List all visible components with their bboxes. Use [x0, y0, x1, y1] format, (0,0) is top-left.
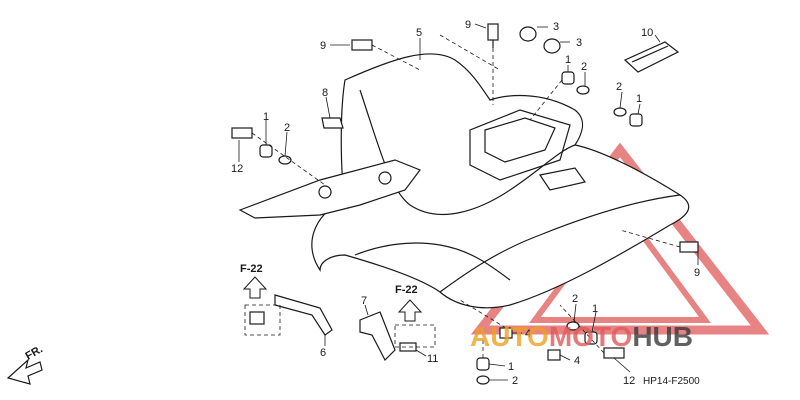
damper-8[interactable] [321, 117, 344, 129]
callout-12: 12 [231, 163, 243, 175]
collar-1-b[interactable] [629, 113, 643, 127]
callout-1: 1 [565, 54, 571, 66]
leader-lines [238, 23, 699, 381]
reference-label-right: F-22 [395, 284, 418, 296]
collar-1-c[interactable] [259, 144, 273, 158]
callout-7: 7 [361, 295, 367, 307]
callout-2: 2 [581, 61, 587, 73]
callout-3: 3 [553, 21, 559, 33]
front-direction-arrow [6, 358, 43, 385]
callout-3: 3 [576, 37, 582, 49]
bolt-9-top[interactable] [487, 23, 499, 48]
grommet-3-b[interactable] [543, 38, 561, 54]
grommet-3-a[interactable] [519, 26, 537, 42]
callout-2: 2 [284, 122, 290, 134]
front-direction-label: FR. [24, 343, 45, 362]
callout-9: 9 [465, 19, 471, 31]
callout-2: 2 [512, 375, 518, 387]
callout-1: 1 [508, 361, 514, 373]
reference-label-left: F-22 [240, 263, 263, 275]
reference-arrow-left [242, 276, 281, 336]
callout-6: 6 [320, 347, 326, 359]
callout-11: 11 [427, 353, 438, 365]
callout-5: 5 [416, 27, 422, 39]
callout-2: 2 [616, 81, 622, 93]
callout-9: 9 [694, 267, 700, 279]
reference-arrow-right [394, 299, 436, 348]
callout-1: 1 [263, 111, 269, 123]
diagram-code: HP14-F2500 [643, 376, 700, 387]
bolt-9-right[interactable] [679, 241, 699, 253]
stay-6[interactable] [249, 294, 333, 336]
rear-fender[interactable] [311, 53, 690, 309]
assembly-lines [251, 34, 681, 358]
callout-2: 2 [572, 293, 578, 305]
washer-2-b[interactable] [613, 107, 627, 117]
side-bracket[interactable] [238, 159, 421, 219]
callout-1: 1 [636, 93, 642, 105]
watermark-text: AUTOMOTOHUB [470, 321, 693, 352]
strap-10[interactable] [623, 41, 680, 73]
callout-4: 4 [525, 328, 531, 340]
stay-7[interactable] [359, 311, 396, 362]
callout-4: 4 [574, 355, 580, 367]
bolt-9-left[interactable] [351, 39, 373, 51]
callout-10: 10 [641, 27, 653, 39]
washer-2-c[interactable] [278, 155, 292, 165]
callout-8: 8 [322, 87, 328, 99]
callout-1: 1 [592, 303, 598, 315]
washer-2-a[interactable] [576, 85, 590, 95]
collar-1-d[interactable] [476, 357, 490, 371]
collar-1-a[interactable] [561, 71, 575, 85]
callout-12: 12 [623, 375, 635, 387]
bolt-12-left[interactable] [231, 127, 253, 139]
washer-2-d[interactable] [476, 375, 490, 385]
callout-9: 9 [320, 40, 326, 52]
